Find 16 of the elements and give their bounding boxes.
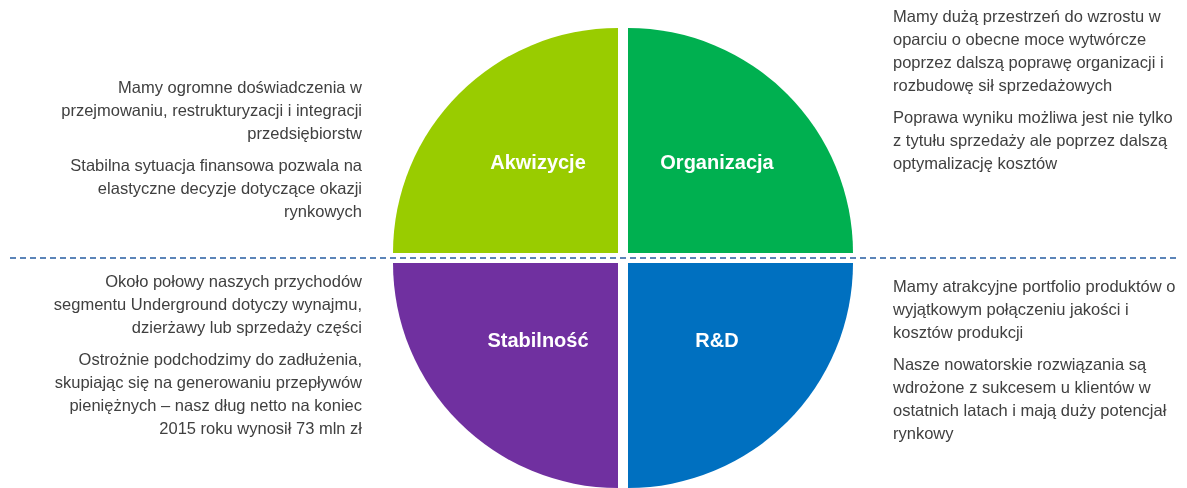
quadrant-title: Stabilność [487,328,589,352]
description-text: Mamy ogromne doświadczenia w przejmowaniu, restrukturyzacji i integracji przedsiębiorstw [60,77,362,144]
quadrant-title: Akwizycje [490,150,586,174]
quadrant-title: Organizacja [660,150,774,174]
description-text: Mamy dużą przestrzeń do wzrostu w oparciu o obecne moce wytwórcze poprzez dalszą poprawę organizacji i rozbudowę sił sprzedażowych [893,6,1165,96]
quadrant-segment [628,263,853,488]
description-text: Nasze nowatorskie rozwiązania są wdrożone z sukcesem u klientów w ostatnich latach i mają duży potencjał rynkowy [893,354,1168,444]
description-text: Ostrożnie podchodzimy do zadłużenia, skupiając się na generowaniu przepływów pieniężnych – nasz dług netto na koniec 2015 roku wynosił 73 mln zł [53,349,362,439]
description-text: Mamy atrakcyjne portfolio produktów o wyjątkowym połączeniu jakości i kosztów produkcji [893,276,1177,343]
quadrant-title: R&D [695,328,739,352]
quadrant-segment [393,263,618,488]
quadrant-segment [628,28,853,253]
description-text: Stabilna sytuacja finansowa pozwala na elastyczne decyzje dotyczące okazji rynkowych [69,155,362,222]
quadrant-segment [393,28,618,253]
description-text: Poprawa wyniku możliwa jest nie tylko z tytułu sprzedaży ale poprzez dalszą optymalizację kosztów [893,107,1174,174]
description-text: Około połowy naszych przychodów segmentu Underground dotyczy wynajmu, dzierżawy lub sprzedaży części [52,271,362,338]
